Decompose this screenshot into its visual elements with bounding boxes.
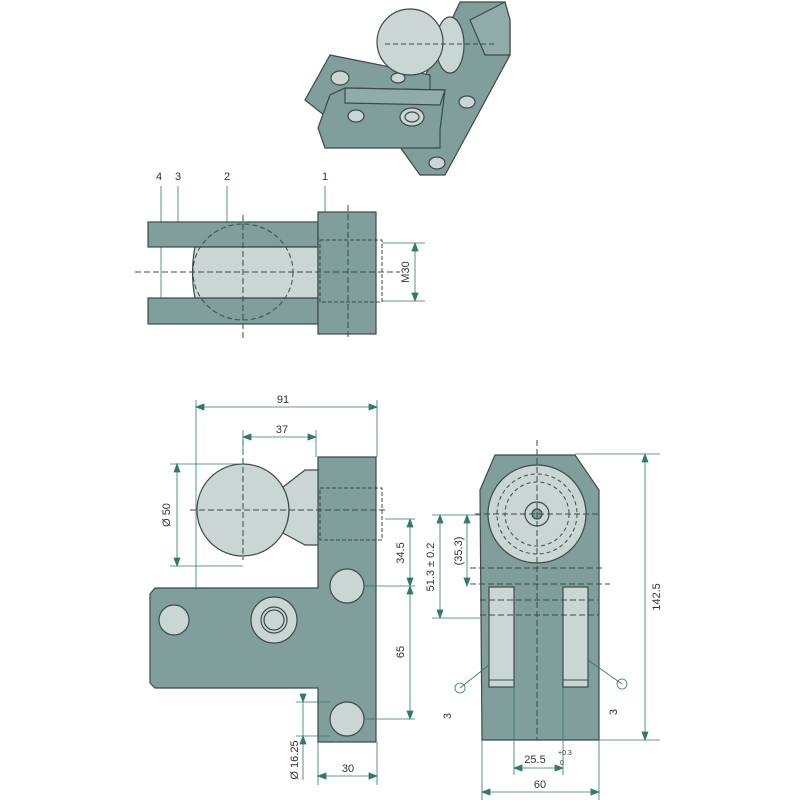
front-view: 91 37 Ø 50 34.5 65 Ø 16.25 30 [149,394,415,785]
dim-slot-gap-tol-lower: 0 [560,760,564,767]
part-label-3: 3 [175,171,181,183]
weld-symbol-right: 3 [608,709,620,715]
dim-hole-diameter: Ø 16.25 [289,740,301,779]
part-label-2: 2 [224,171,230,183]
dim-slot-gap: 25.5 [524,754,545,766]
weld-symbol-left: 3 [442,713,454,719]
dim-slot-gap-tol-upper: +0.3 [558,750,572,757]
part-label-4: 4 [156,171,162,183]
dim-plate-width: 30 [342,763,354,775]
dim-width: 60 [534,779,546,791]
dim-ball-diameter: Ø 50 [161,503,173,527]
dim-axis-to-hole: 34.5 [395,542,407,563]
dim-ball-offset: 37 [276,424,288,436]
dim-center-to-slot: 51.3 ± 0.2 [425,543,437,592]
part-label-1: 1 [322,171,328,183]
dim-hole-spacing: 65 [395,646,407,658]
dim-overall-length: 91 [277,394,289,406]
dim-height: 142.5 [651,583,663,611]
end-view: 142.5 51.3 ± 0.2 (35.3) 25.5 +0.3 0 60 3… [425,440,663,800]
isometric-view [304,1,511,176]
side-view: 4 3 2 1 [135,171,425,340]
dim-center-ref: (35.3) [453,537,465,566]
thread-dimension: M30 [400,261,412,282]
